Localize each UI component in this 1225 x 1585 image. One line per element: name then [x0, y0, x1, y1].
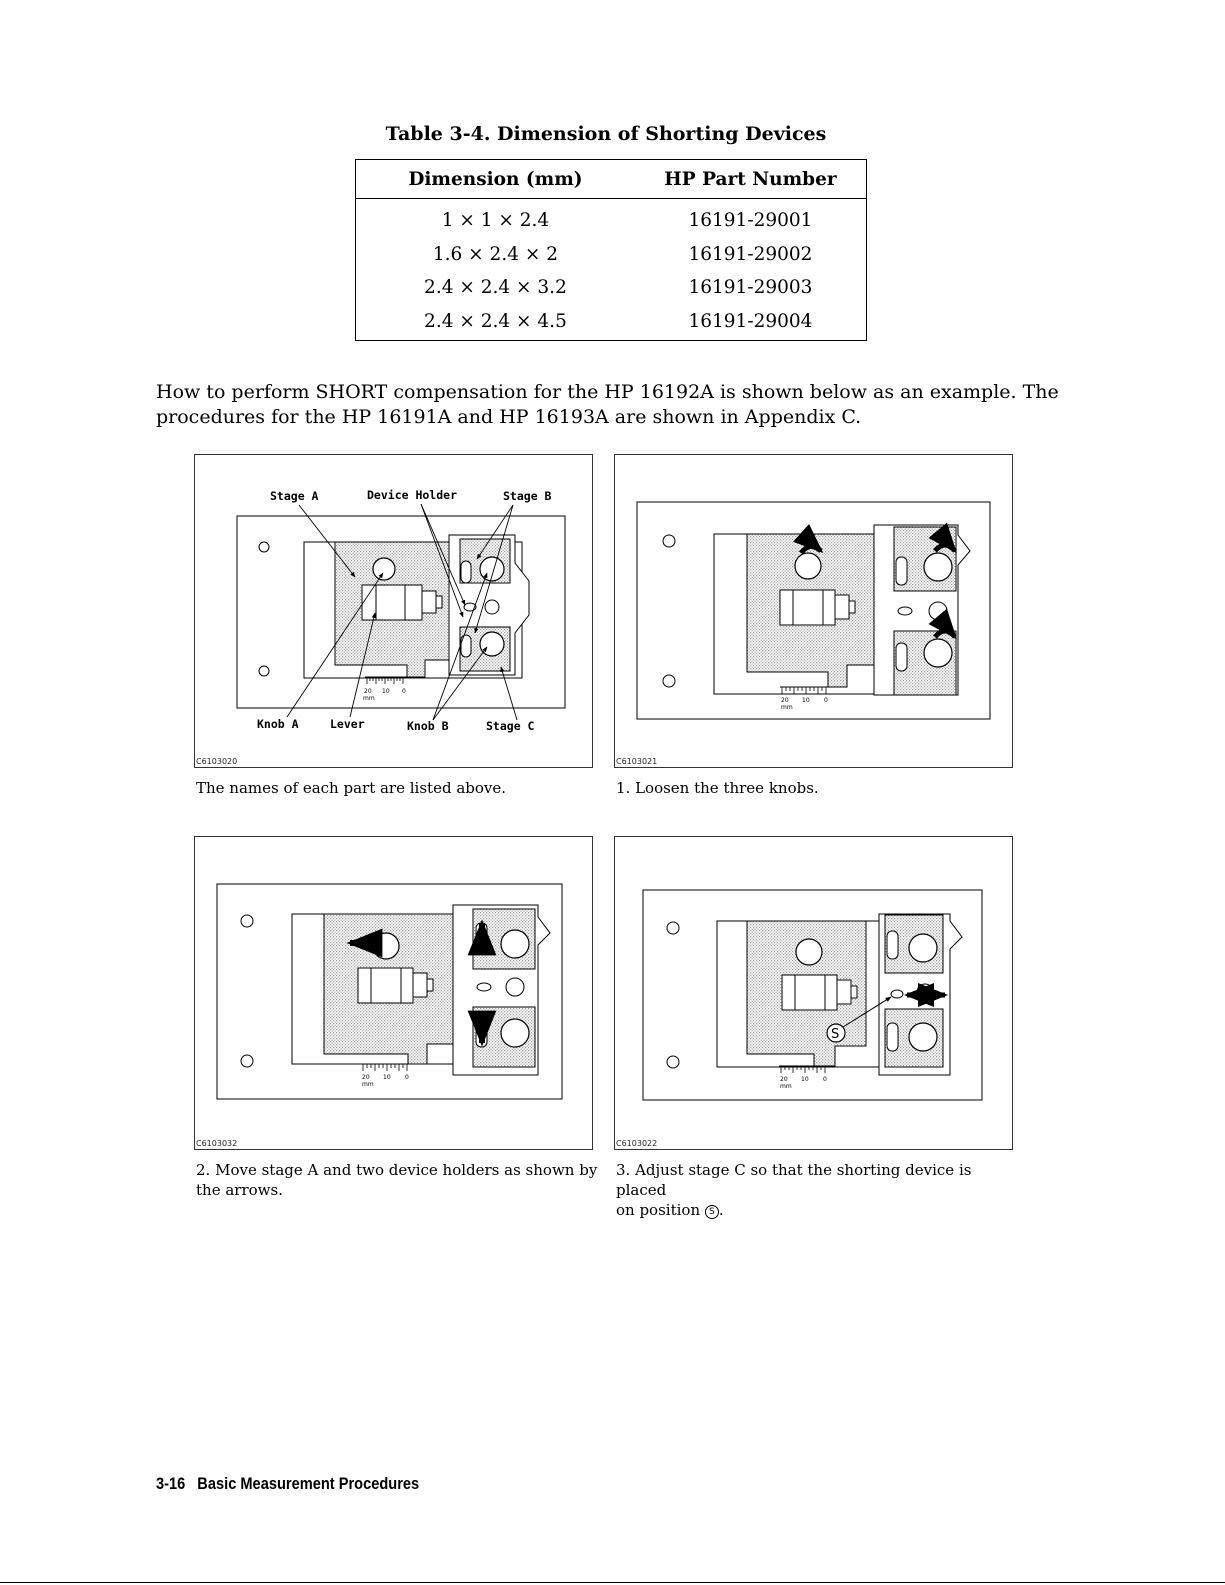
figure-code: C6103020: [196, 757, 238, 766]
scale-tick-20: 20: [780, 1076, 788, 1083]
fixture-diagram: S 20 10 0 mm: [642, 889, 983, 1101]
caption-line: The names of each part are listed above.: [196, 779, 507, 797]
scale-tick-10: 10: [802, 697, 810, 704]
table-row: 2.4 × 2.4 × 3.2 16191-29003: [356, 271, 866, 305]
scale-unit: mm: [362, 1081, 374, 1088]
intro-paragraph: How to perform SHORT compensation for th…: [156, 380, 1076, 430]
part-number-cell: 16191-29004: [688, 310, 813, 332]
scale-tick-20: 20: [362, 1074, 370, 1081]
column-header-dimension: Dimension (mm): [408, 168, 583, 190]
part-number-cell: 16191-29003: [688, 277, 813, 299]
part-number-cell: 16191-29002: [688, 243, 813, 265]
fixture-diagram: 20 10 0 mm Stage A Device Holder Stage B…: [236, 488, 566, 733]
page-footer: 3-16 Basic Measurement Procedures: [156, 1474, 419, 1494]
bottom-rule: [0, 1582, 1225, 1583]
scale-tick-10: 10: [382, 688, 390, 695]
figure-code: C6103021: [616, 757, 658, 766]
caption-line: 1. Loosen the three knobs.: [616, 779, 819, 797]
intro-line-2: procedures for the HP 16191A and HP 1619…: [156, 406, 862, 428]
fixture-diagram: 20 10 0 mm: [636, 501, 991, 720]
section-title: Basic Measurement Procedures: [197, 1474, 420, 1493]
figure-caption: 1. Loosen the three knobs.: [616, 778, 1016, 798]
intro-line-1: How to perform SHORT compensation for th…: [156, 381, 1059, 403]
label-stage-a: Stage A: [270, 489, 319, 503]
scale-unit: mm: [781, 704, 793, 711]
shorting-devices-table: Dimension (mm) HP Part Number 1 × 1 × 2.…: [355, 159, 867, 341]
dimension-cell: 2.4 × 2.4 × 4.5: [424, 310, 567, 332]
position-s-symbol: S: [704, 1205, 719, 1219]
caption-line: the arrows.: [196, 1181, 283, 1199]
dimension-cell: 1 × 1 × 2.4: [441, 210, 550, 232]
caption-text: on position: [616, 1201, 705, 1219]
scale-tick-20: 20: [781, 697, 789, 704]
figure-part-names: 20 10 0 mm Stage A Device Holder Stage B…: [194, 454, 593, 768]
caption-line: on position S.: [616, 1200, 1026, 1220]
figure-loosen-knobs: 20 10 0 mm C6103021: [614, 454, 1013, 768]
caption-line: 2. Move stage A and two device holders a…: [196, 1161, 598, 1179]
scale-tick-0: 0: [823, 1076, 827, 1083]
column-header-part-number: HP Part Number: [664, 168, 837, 190]
label-knob-b: Knob B: [407, 719, 449, 733]
position-marker-s: S: [831, 1027, 839, 1042]
label-device-holder: Device Holder: [367, 488, 457, 502]
scale-tick-10: 10: [383, 1074, 391, 1081]
scale-tick-10: 10: [801, 1076, 809, 1083]
label-stage-b: Stage B: [503, 489, 552, 503]
table-row: 1 × 1 × 2.4 16191-29001: [356, 204, 866, 238]
figure-code: C6103032: [196, 1139, 238, 1148]
scale-tick-0: 0: [405, 1074, 409, 1081]
label-knob-a: Knob A: [257, 717, 299, 731]
figure-move-stage: 20 10 0 mm C6103032: [194, 836, 593, 1150]
figure-code: C6103022: [616, 1139, 658, 1148]
table-row: 1.6 × 2.4 × 2 16191-29002: [356, 238, 866, 272]
caption-line: 3. Adjust stage C so that the shorting d…: [616, 1161, 972, 1199]
table-row: 2.4 × 2.4 × 4.5 16191-29004: [356, 305, 866, 339]
label-stage-c: Stage C: [486, 719, 535, 733]
page-number: 3-16: [156, 1474, 186, 1493]
scale-unit: mm: [363, 695, 375, 702]
figure-caption: 3. Adjust stage C so that the shorting d…: [616, 1160, 1026, 1220]
scale-tick-0: 0: [402, 688, 406, 695]
caption-period: .: [718, 1201, 724, 1219]
figure-caption: 2. Move stage A and two device holders a…: [196, 1160, 606, 1200]
scale-tick-20: 20: [364, 688, 372, 695]
figure-adjust-stage-c: S 20 10 0 mm C6103022: [614, 836, 1013, 1150]
dimension-cell: 2.4 × 2.4 × 3.2: [424, 277, 567, 299]
fixture-diagram: 20 10 0 mm: [216, 883, 563, 1100]
dimension-cell: 1.6 × 2.4 × 2: [432, 243, 559, 265]
figure-caption: The names of each part are listed above.: [196, 778, 596, 798]
part-number-cell: 16191-29001: [688, 210, 813, 232]
label-lever: Lever: [330, 717, 365, 731]
table-title: Table 3-4. Dimension of Shorting Devices: [385, 123, 827, 145]
scale-tick-0: 0: [824, 697, 828, 704]
table-header-row: Dimension (mm) HP Part Number: [356, 160, 866, 199]
scale-unit: mm: [780, 1083, 792, 1090]
